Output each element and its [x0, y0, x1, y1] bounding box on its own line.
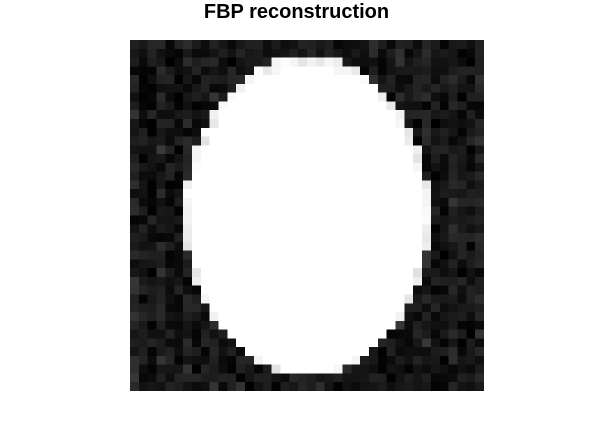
- figure-title: FBP reconstruction: [203, 1, 390, 23]
- reconstruction-image: [130, 40, 484, 391]
- reconstruction-canvas: [130, 40, 484, 391]
